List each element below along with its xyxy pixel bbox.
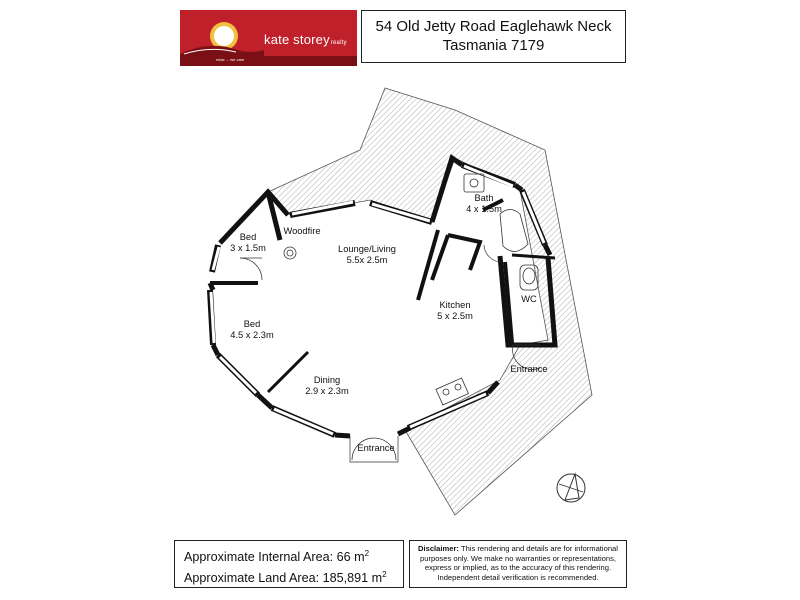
wc-label: WC [521, 294, 537, 304]
disclaimer-text: This rendering and details are for infor… [420, 544, 618, 582]
basin-icon [463, 173, 485, 193]
door-swings [239, 244, 541, 463]
kitchen-size: 5 x 2.5m [437, 311, 473, 321]
sunset-hill-icon [180, 22, 264, 66]
lounge-size: 5.5x 2.5m [347, 255, 388, 265]
lounge-name: Lounge/Living [338, 244, 396, 254]
toilet-icon [519, 264, 539, 291]
address-line-2: Tasmania 7179 [442, 37, 545, 54]
basin-bowl-icon [469, 178, 479, 188]
woodfire-label: Woodfire [283, 226, 320, 236]
kitchen-sink-icon [435, 377, 469, 406]
disclaimer-title: Disclaimer: [418, 544, 459, 553]
entrance-south-label: Entrance [357, 443, 394, 453]
bed-large-size: 4.5 x 2.3m [230, 330, 274, 340]
logo-band [180, 56, 357, 66]
bed-small-name: Bed [240, 232, 257, 242]
brand-logo: kate storeyrealty relax ... we care [180, 10, 357, 66]
deck-area [267, 87, 593, 516]
dining-size: 2.9 x 2.3m [305, 386, 349, 396]
bed-small-size: 3 x 1.5m [230, 243, 266, 253]
address-box: 54 Old Jetty Road Eaglehawk Neck Tasmani… [361, 10, 626, 63]
address-line-1: 54 Old Jetty Road Eaglehawk Neck [375, 18, 612, 35]
fixtures [283, 173, 539, 406]
floor-plan: Bath 4 x 1.5m Bed 3 x 1.5m Woodfire Loun… [207, 87, 593, 516]
house-walls [207, 153, 558, 439]
land-area: Approximate Land Area: 185,891 m2 [184, 570, 387, 586]
woodfire-icon [283, 246, 297, 260]
bath-size: 4 x 1.5m [466, 204, 502, 214]
dining-name: Dining [314, 375, 340, 385]
bath-name: Bath [474, 193, 493, 203]
brand-tagline: relax ... we care [216, 57, 245, 62]
bed-large-name: Bed [244, 319, 261, 329]
disclaimer-box: Disclaimer: This rendering and details a… [409, 540, 627, 588]
room-labels: Bath 4 x 1.5m Bed 3 x 1.5m Woodfire Loun… [230, 193, 547, 453]
area-summary: Approximate Internal Area: 66 m2 Approxi… [174, 540, 404, 588]
bathtub-icon [499, 209, 529, 252]
brand-name: kate storeyrealty [264, 32, 347, 47]
internal-area: Approximate Internal Area: 66 m2 [184, 549, 370, 565]
north-arrow-icon [556, 472, 586, 503]
kitchen-name: Kitchen [439, 300, 470, 310]
entrance-east-label: Entrance [510, 364, 547, 374]
